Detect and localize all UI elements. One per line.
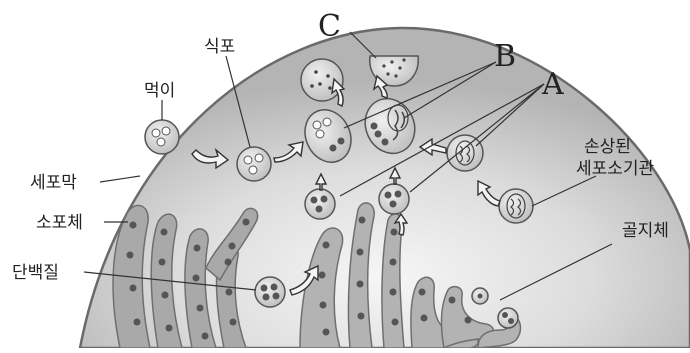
letter-b: B (494, 39, 516, 74)
label-cell-membrane: 세포막 (30, 173, 77, 193)
residual-body-left (301, 59, 343, 101)
lysosome-a-right (379, 184, 409, 214)
protein-vesicle (255, 277, 285, 307)
letter-c: C (318, 9, 341, 44)
golgi-vesicle-small (472, 288, 488, 304)
label-golgi: 골지체 (622, 221, 669, 241)
label-protein: 단백질 (12, 263, 59, 283)
label-food-vacuole: 식포 (204, 37, 235, 57)
damaged-organelle (499, 189, 533, 223)
label-er: 소포체 (36, 213, 83, 233)
golgi-vesicle (498, 308, 518, 328)
label-damaged-organelle-2: 세포소기관 (576, 159, 654, 179)
food-vacuole (237, 147, 271, 181)
label-food: 먹이 (144, 81, 175, 101)
enclosed-organelle (447, 135, 483, 171)
lysosome-a-left (305, 189, 335, 219)
letter-a: A (541, 67, 564, 102)
label-damaged-organelle-1: 손상된 (584, 137, 631, 157)
food-particle (145, 120, 179, 154)
